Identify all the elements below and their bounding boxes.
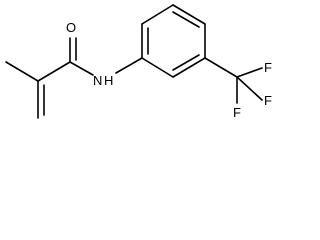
bond-methyl <box>5 61 39 82</box>
ring-bond-3 <box>172 4 206 25</box>
ring-bond-5 <box>172 57 206 78</box>
nitrogen-label: N <box>93 73 102 88</box>
fluorine-label-1: F <box>264 60 272 75</box>
ring-bond-6 <box>141 57 174 78</box>
bond-c-f-2 <box>236 76 263 101</box>
oxygen-label: O <box>66 20 76 35</box>
hydrogen-label: H <box>104 73 113 88</box>
fluorine-label-3: F <box>233 105 241 120</box>
chemical-structure-diagram: O N H F F F <box>5 4 272 120</box>
bond-c-f-1 <box>236 67 263 78</box>
ring-inner-bond-2 <box>172 11 200 28</box>
bond-ring-cf3 <box>204 57 238 78</box>
bond-carbonyl-nitrogen <box>69 61 94 76</box>
bond-nitrogen-ring <box>115 57 143 74</box>
ring-inner-bond-3 <box>172 54 200 71</box>
fluorine-label-2: F <box>264 93 272 108</box>
bond-vinyl-carbonyl <box>37 61 71 82</box>
ring-bond-2 <box>141 4 174 25</box>
